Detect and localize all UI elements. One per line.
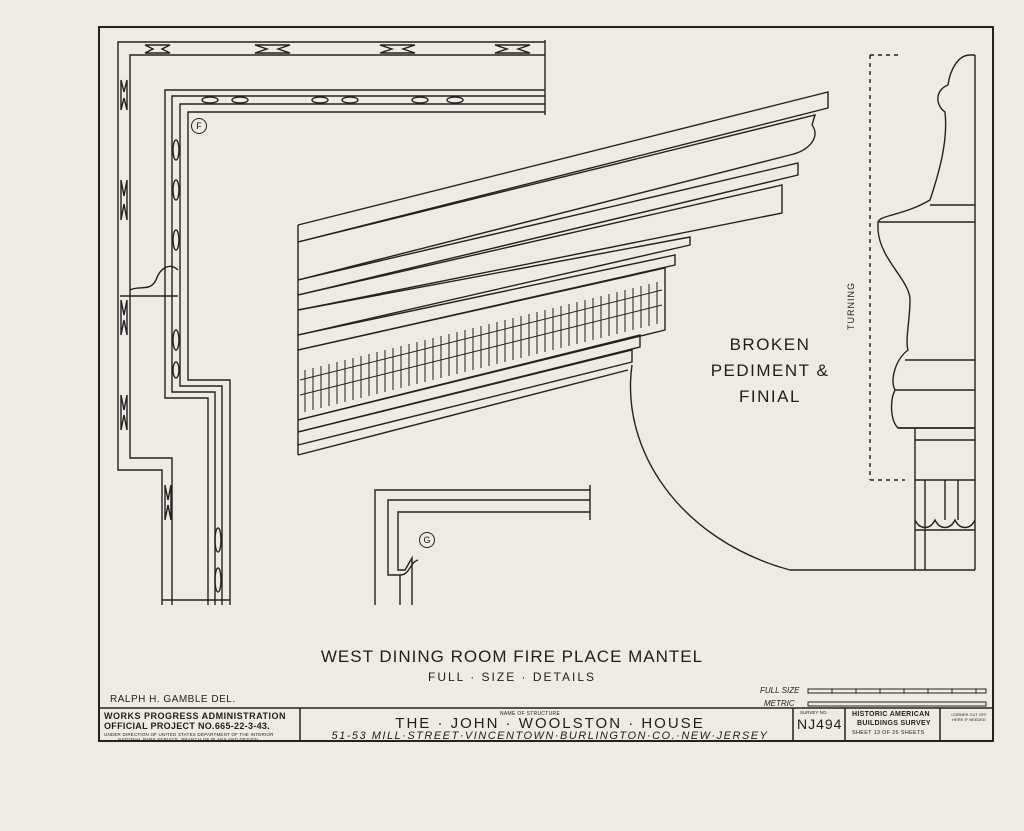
- delineator: RALPH H. GAMBLE DEL.: [110, 694, 236, 705]
- agency-line-4: NATIONAL PARK SERVICE, BRANCH OF PLANS A…: [118, 737, 258, 742]
- agency-line-3: UNDER DIRECTION OF UNITED STATES DEPARTM…: [104, 732, 274, 737]
- detail-label: BROKEN PEDIMENT & FINIAL: [710, 335, 830, 406]
- survey-name-2: BUILDINGS SURVEY: [857, 720, 931, 727]
- survey-name-1: HISTORIC AMERICAN: [852, 711, 930, 718]
- title-block-lines: [98, 707, 994, 742]
- section-mark-g: G: [419, 532, 435, 548]
- scale-full-label: FULL SIZE: [760, 686, 800, 695]
- scale-metric-label: METRIC: [764, 699, 795, 708]
- section-f-profile: [117, 40, 546, 605]
- corner-note: CORNER CUT OFF HERE IF NEEDED: [951, 712, 987, 722]
- pediment-cornice: [297, 91, 975, 571]
- turning-label: TURNING: [846, 282, 856, 330]
- section-g-profile: [374, 485, 591, 605]
- scale-bars: [807, 688, 987, 707]
- survey-number: NJ494: [797, 716, 843, 732]
- finial-profile: [869, 54, 976, 570]
- structure-name: THE · JOHN · WOOLSTON · HOUSE: [395, 715, 705, 732]
- sheet-number: SHEET 13 OF 26 SHEETS: [852, 730, 925, 736]
- structure-address: 51-53 MILL·STREET·VINCENTOWN·BURLINGTON·…: [331, 730, 769, 742]
- drawing-subtitle: FULL · SIZE · DETAILS: [427, 670, 597, 684]
- agency-line-2: OFFICIAL PROJECT NO.665-22-3-43.: [104, 721, 270, 731]
- drawing-title: WEST DINING ROOM FIRE PLACE MANTEL: [320, 647, 704, 666]
- structure-label: NAME OF STRUCTURE: [500, 711, 561, 717]
- drawing-border: [98, 26, 994, 742]
- section-mark-f: F: [191, 118, 207, 134]
- survey-label: SURVEY NO.: [800, 710, 828, 715]
- agency-line-1: WORKS PROGRESS ADMINISTRATION: [104, 711, 287, 721]
